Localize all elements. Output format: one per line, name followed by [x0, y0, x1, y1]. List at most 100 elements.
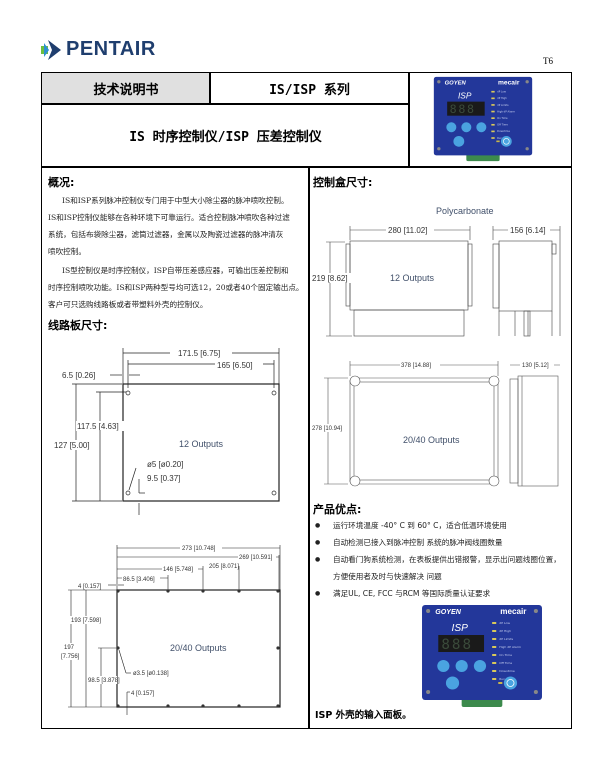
- dim-40-h-total-a: 197: [64, 645, 75, 651]
- box-12-label: 12 Outputs: [390, 273, 435, 283]
- led-indicator: [492, 638, 497, 640]
- box-40-drawing: [324, 361, 560, 487]
- led-indicator: [491, 130, 495, 133]
- led-label: dP High: [497, 96, 507, 100]
- dim-40-width-total: 273 [10.748]: [182, 546, 216, 552]
- led-label: On Time: [497, 116, 508, 120]
- series: IS/ISP 系列: [269, 83, 350, 98]
- overview-para1: IS和ISP系列脉冲控制仪专门用于中型大小除尘器的脉冲喷吹控制。 IS和ISP控…: [48, 192, 306, 260]
- text-line: 时序控制喷吹功能。IS和ISP两种型号均可选12，20或者40个固定输出点。: [48, 283, 304, 292]
- text-line: IS型控制仪是时序控制仪，ISP自带压差感应器，可输出压差控制和: [62, 266, 289, 275]
- led-label: Off Time: [499, 661, 512, 665]
- led-label: High dP Alarm: [497, 109, 515, 113]
- dim-hole: ø5 [ø0.20]: [147, 460, 183, 469]
- led-label: High dP Alarm: [499, 645, 521, 649]
- dim-40-hole: ø3.5 [ø0.138]: [133, 671, 169, 677]
- led-indicator: [492, 646, 497, 648]
- seven-seg-display: 888: [441, 637, 473, 653]
- goyen-logo: GOYEN: [435, 609, 462, 616]
- led-indicator: [491, 123, 495, 126]
- dim-height-holes: 117.5 [4.63]: [77, 422, 119, 431]
- led-indicator: [492, 630, 497, 632]
- right-content-cell: [308, 166, 572, 729]
- dim-40-x205: 205 [8.071]: [209, 564, 239, 570]
- advantages-heading: 产品优点:: [313, 503, 362, 516]
- board-heading: 线路板尺寸:: [48, 319, 108, 332]
- board-40-holes: [116, 589, 280, 708]
- led-indicator: [491, 137, 495, 139]
- dim-40-h-mid: 98.5 [3.878]: [88, 678, 120, 684]
- left-content-cell: [41, 166, 310, 729]
- dim-width-total: 171.5 [6.75]: [178, 349, 220, 358]
- led-indicator: [492, 654, 497, 656]
- list-item: 满足UL, CE, FCC 与RCM 等国际质量认证要求: [313, 585, 569, 602]
- series-cell: IS/ISP 系列: [209, 72, 410, 105]
- brand-name: PENTAIR: [66, 38, 156, 60]
- board-40-label: 20/40 Outputs: [170, 643, 227, 653]
- dim-hole-offset: 9.5 [0.37]: [147, 474, 180, 483]
- box-heading: 控制盒尺寸:: [313, 176, 373, 189]
- led-indicator: [491, 104, 495, 106]
- list-item-continuation: 方便使用者及时与快速解决 问题: [333, 572, 442, 581]
- dim-40-x86: 86.5 [3.406]: [123, 577, 155, 583]
- board-12-outline: [122, 383, 280, 502]
- led-label: dP Low: [497, 90, 506, 94]
- box-12-drawing: [326, 226, 561, 337]
- text-line: IS和ISP系列脉冲控制仪专门用于中型大小除尘器的脉冲喷吹控制。: [62, 196, 289, 205]
- led-label: Downtime: [499, 669, 515, 673]
- box-40-height: 278 [10.94]: [312, 426, 342, 432]
- box-12-depth: 156 [6.14]: [510, 226, 546, 235]
- led-label: Downtime: [497, 129, 510, 133]
- led-label: dP Low: [499, 621, 510, 625]
- advantages-list: 运行环境温度 -40° C 到 60° C，适合低温环境使用 自动检测已接入到脉…: [313, 517, 569, 602]
- dim-40-h-total-b: [7.756]: [61, 654, 80, 660]
- model-label: ISP: [452, 623, 469, 634]
- list-item: 自动看门狗系统检测，在表板提供出错报警，显示出问题线圈位置，: [313, 551, 569, 568]
- board-12-drawing: [72, 348, 280, 515]
- title-cell: IS 时序控制仪/ISP 压差控制仪: [41, 103, 410, 168]
- box-12-height: 219 [8.62]: [312, 274, 348, 283]
- overview-heading: 概况:: [48, 176, 75, 189]
- box-40-width: 378 [14.88]: [401, 363, 431, 369]
- dim-40-h-holes: 193 [7.598]: [71, 618, 101, 624]
- dim-40-y4: 4 [0.157]: [131, 691, 155, 697]
- led-label: Run: [499, 677, 505, 681]
- led-indicator: [491, 110, 495, 113]
- box-40-label: 20/40 Outputs: [403, 435, 460, 445]
- text-line: 客户可只选购线路板或者带塑料外壳的控制仪。: [48, 300, 208, 309]
- page-code: T6: [543, 56, 553, 66]
- led-indicator: [492, 670, 497, 672]
- overview-para2: IS型控制仪是时序控制仪，ISP自带压差感应器，可输出压差控制和 时序控制喷吹功…: [48, 262, 306, 313]
- dim-height-total: 127 [5.00]: [54, 441, 90, 450]
- list-item: 运行环境温度 -40° C 到 60° C，适合低温环境使用: [313, 517, 569, 534]
- seven-seg-display: 888: [450, 102, 476, 116]
- text-line: 喷吹控制。: [48, 247, 86, 256]
- doc-title: IS 时序控制仪/ISP 压差控制仪: [129, 130, 322, 145]
- box-12-width: 280 [11.02]: [388, 226, 427, 235]
- goyen-logo: GOYEN: [445, 80, 467, 86]
- led-label: On Time: [499, 653, 512, 657]
- list-item: 自动检测已接入到脉冲控制 系统的脉冲阀线圈数量: [313, 534, 569, 551]
- led-indicator: [492, 662, 497, 664]
- doc-type: 技术说明书: [93, 83, 159, 98]
- text-line: IS和ISP控制仪能够在各种环境下可靠运行。适合控制脉冲喷吹各种过滤: [48, 213, 290, 222]
- advantages-section: 产品优点: 运行环境温度 -40° C 到 60° C，适合低温环境使用 自动检…: [313, 503, 569, 602]
- led-label: dP Limits: [497, 103, 509, 107]
- overview-section: 概况: IS和ISP系列脉冲控制仪专门用于中型大小除尘器的脉冲喷吹控制。 IS和…: [48, 176, 306, 333]
- board-12-label: 12 Outputs: [179, 439, 224, 449]
- led-label: dP High: [499, 629, 511, 633]
- doc-type-cell: 技术说明书: [41, 72, 211, 105]
- led-indicator: [492, 622, 497, 624]
- mecair-logo: mecair: [500, 607, 527, 616]
- dim-40-width-holes: 269 [10.591]: [239, 555, 273, 561]
- dim-40-x4: 4 [0.157]: [78, 584, 102, 590]
- model-label: ISP: [458, 90, 472, 100]
- dim-width-holes: 165 [6.50]: [217, 361, 253, 370]
- pentair-mark-icon: [41, 39, 61, 60]
